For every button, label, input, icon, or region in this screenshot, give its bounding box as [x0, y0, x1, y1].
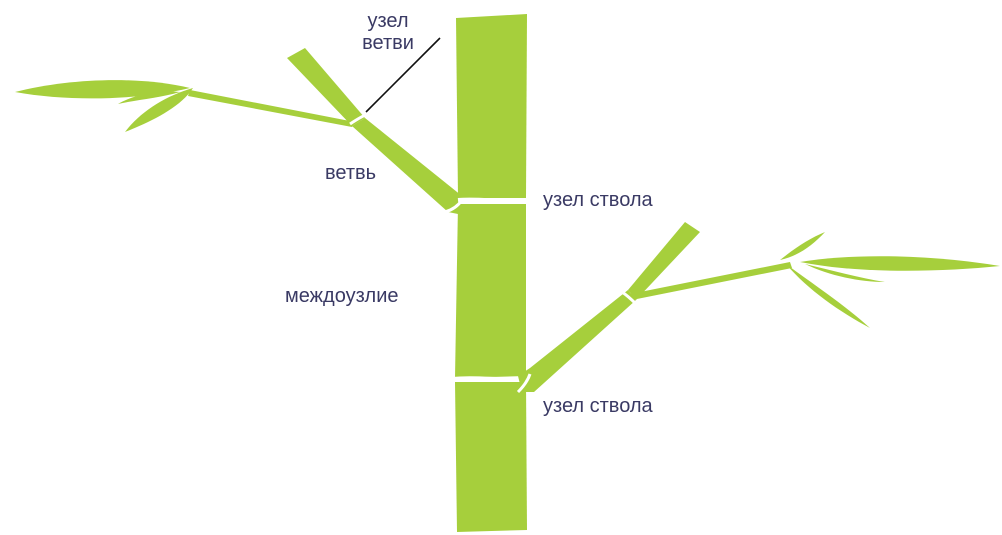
label-internode: междоузлие: [285, 285, 399, 307]
label-branch-node: узел ветви: [343, 10, 433, 54]
label-branch: ветвь: [325, 162, 377, 184]
upper-branch-base: [352, 118, 462, 214]
lower-twig: [630, 262, 792, 300]
lower-branch-base: [518, 290, 636, 392]
upper-branch-stalk: [287, 48, 365, 126]
label-stem-node-2: узел ствола: [543, 395, 653, 417]
stem-segment-bottom: [455, 382, 527, 532]
branch-node-line-lower: [621, 290, 638, 306]
stem-segment-top: [456, 14, 527, 198]
bamboo-plant: [15, 14, 1000, 532]
branch-node-pointer: [365, 37, 441, 113]
stem-node-line-2: [451, 376, 529, 382]
branch-stem-junction-lower: [516, 373, 532, 394]
lower-branch-stalk: [628, 222, 700, 300]
label-stem-node-1: узел ствола: [543, 189, 653, 211]
lower-leaf-upper: [780, 232, 825, 260]
lower-leaf-drooping: [786, 264, 870, 328]
branch-stem-junction-upper: [444, 199, 464, 214]
upper-twig: [188, 90, 355, 127]
stem-segment-middle: [455, 204, 526, 378]
branch-node-line-upper: [349, 112, 369, 126]
label-branch-node-line1: узел: [367, 10, 409, 32]
lower-leaf-long: [800, 256, 1000, 271]
upper-leaf-short: [125, 88, 193, 132]
upper-leaf-small: [118, 91, 180, 104]
label-branch-node-line2: ветви: [362, 32, 414, 54]
stem-node-line-1: [457, 197, 527, 203]
